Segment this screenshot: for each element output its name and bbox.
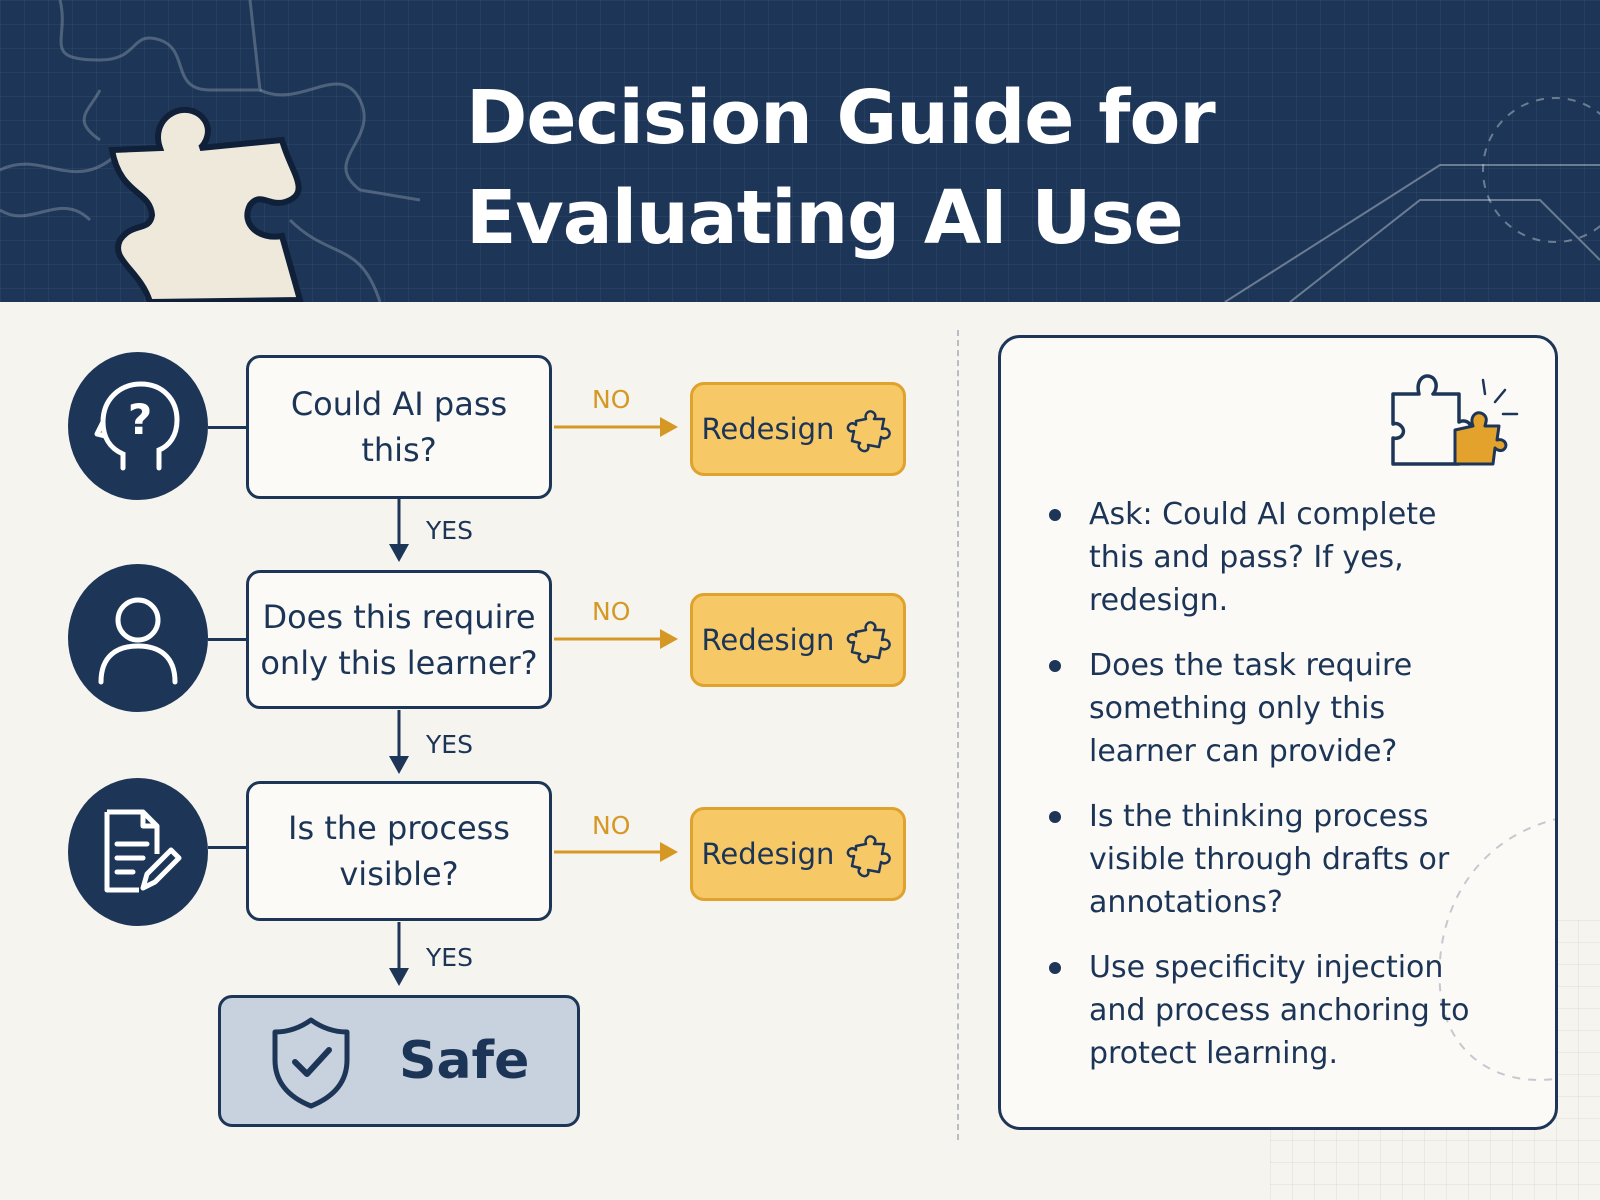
step-3-no-arrow — [554, 842, 678, 862]
document-pen-icon — [104, 809, 182, 893]
header-banner: Decision Guide for Evaluating AI Use — [0, 0, 1600, 302]
step-2-no-arrow — [554, 629, 678, 649]
puzzle-piece-icon — [847, 410, 892, 453]
missing-puzzle-piece — [108, 106, 304, 302]
step-1-outcome: Redesign — [701, 412, 835, 446]
shield-check-icon — [272, 1017, 350, 1109]
guidance-bullets: Ask: Could AI complete this and pass? If… — [1037, 493, 1497, 1097]
step-2-no-label: NO — [592, 597, 631, 626]
step-2-yes-arrow — [389, 710, 409, 774]
step-3-no-label: NO — [592, 811, 631, 840]
step-2-question-box: Does this require only this learner? — [246, 570, 552, 709]
step-3-question: Is the process visible? — [288, 809, 510, 893]
step-3-yes-label: YES — [426, 943, 473, 972]
step-1-yes-label: YES — [426, 516, 473, 545]
guidance-panel: Ask: Could AI complete this and pass? If… — [998, 335, 1558, 1130]
step-2-connector — [208, 638, 246, 641]
section-divider — [957, 330, 959, 1140]
step-3-outcome: Redesign — [701, 837, 835, 871]
puzzle-pieces-icon — [1391, 374, 1519, 466]
person-icon — [98, 597, 178, 685]
guidance-bullet: Use specificity injection and process an… — [1037, 946, 1497, 1075]
step-1-yes-arrow — [389, 498, 409, 562]
step-2-yes-label: YES — [426, 730, 473, 759]
puzzle-decoration — [0, 0, 1600, 302]
puzzle-piece-icon — [847, 621, 892, 664]
step-3-redesign-box: Redesign — [690, 807, 906, 901]
title-line-2: Evaluating AI Use — [466, 175, 1184, 261]
step-3-question-box: Is the process visible? — [246, 781, 552, 921]
step-2-redesign-box: Redesign — [690, 593, 906, 687]
step-1-no-arrow — [554, 417, 678, 437]
page-title: Decision Guide for Evaluating AI Use — [466, 68, 1216, 268]
step-1-no-label: NO — [592, 385, 631, 414]
step-1-question: Could AI pass this? — [290, 385, 508, 469]
head-question-icon: ? — [94, 381, 180, 471]
guidance-bullet: Is the thinking process visible through … — [1037, 795, 1497, 924]
puzzle-piece-icon — [847, 835, 892, 878]
guidance-bullet: Ask: Could AI complete this and pass? If… — [1037, 493, 1497, 622]
step-3-yes-arrow — [389, 922, 409, 986]
title-line-1: Decision Guide for — [466, 75, 1216, 161]
step-2-icon-circle — [68, 564, 208, 712]
panel-arc-decoration — [1438, 818, 1555, 1081]
step-3-connector — [208, 846, 246, 849]
step-2-question: Does this require only this learner? — [260, 597, 538, 682]
safe-label: Safe — [399, 1031, 530, 1091]
step-1-connector — [208, 426, 246, 429]
safe-outcome-box: Safe — [218, 995, 580, 1127]
step-3-icon-circle — [68, 778, 208, 926]
step-1-question-box: Could AI pass this? — [246, 355, 552, 499]
step-1-icon-circle: ? — [68, 352, 208, 500]
svg-text:?: ? — [128, 395, 152, 444]
step-2-outcome: Redesign — [701, 623, 835, 657]
guidance-bullet: Does the task require something only thi… — [1037, 644, 1497, 773]
step-1-redesign-box: Redesign — [690, 382, 906, 476]
